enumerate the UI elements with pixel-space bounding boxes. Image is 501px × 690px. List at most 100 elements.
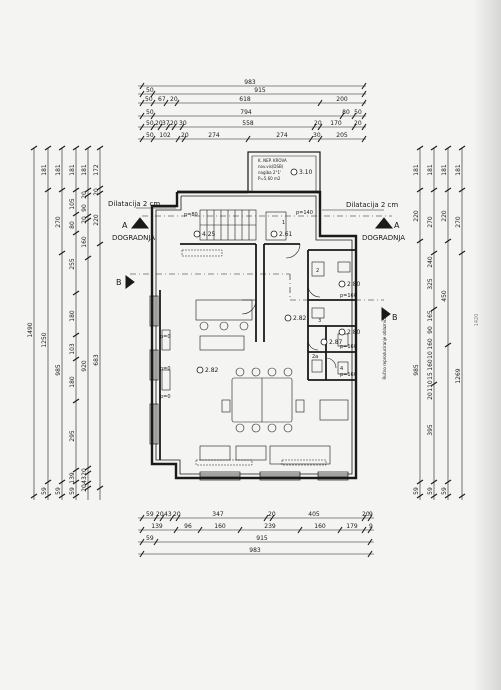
bottom-dim-r1-8: 9: [369, 511, 373, 518]
bottom-dim-r2-5: 179: [346, 523, 358, 530]
top-dim-r1-0: 983: [244, 79, 256, 86]
top-dim-r3-1: 67: [158, 96, 166, 103]
left-dim-c6-1: 20: [93, 188, 100, 196]
right-dim-c2-9: 15: [427, 372, 434, 380]
sill-p0b: p=0: [160, 366, 171, 372]
inner-walls: [159, 243, 356, 460]
windows-bottom: [199, 471, 349, 481]
stairs: [199, 209, 287, 241]
top-dim-r2-0: 50: [146, 87, 154, 94]
top-dim-r5-3: 20: [170, 120, 178, 127]
left-dim-c4-5: 103: [69, 343, 76, 355]
top-dim-r5-4: 30: [179, 120, 187, 127]
right-dim-c2-3: 325: [427, 278, 434, 290]
left-dim-c5-2: 90: [81, 204, 88, 212]
top-dim-r6-1: 102: [159, 132, 171, 139]
right-dim-c2-2: 240: [427, 256, 434, 268]
right-dim-c2-11: 20: [427, 392, 434, 400]
left-dim-c3-1: 270: [55, 216, 62, 228]
right-dimension-lines: [416, 145, 466, 500]
left-dim-c6-0: 172: [93, 164, 100, 176]
section-a-left: A: [122, 221, 128, 230]
level-287: 2.87: [329, 339, 343, 346]
left-dim-c2-0: 181: [41, 164, 48, 176]
bottom-dim-r1-1: 20: [156, 511, 164, 518]
bottom-dim-r1-4: 347: [212, 511, 224, 518]
section-b-right: B: [392, 313, 398, 322]
bottom-dim-r1-6: 405: [308, 511, 320, 518]
right-dim-c3-3: 59: [441, 487, 448, 495]
canopy-note-3: nagiba 2°1': [258, 170, 281, 175]
top-dim-r6-4: 274: [276, 132, 288, 139]
left-dim-c4-7: 295: [69, 430, 76, 442]
section-markers: [125, 217, 394, 321]
level-310: 3.10: [299, 169, 313, 176]
left-dim-c4-9: 59: [69, 487, 76, 495]
dilatation-label-left: Dilatacija 2 cm: [108, 200, 160, 208]
room-2: 2: [316, 268, 319, 274]
right-dim-c2-0: 181: [427, 164, 434, 176]
canopy-note-4: P=5.60 m2: [258, 176, 281, 181]
level-markers: [193, 168, 346, 374]
top-dim-r5-2: 37: [162, 120, 170, 127]
inner-wall-faces: [155, 195, 353, 475]
edge-mark: 1420: [474, 314, 480, 327]
right-dim-c2-13: 59: [427, 487, 434, 495]
right-dim-c2-1: 270: [427, 216, 434, 228]
bottom-dim-r3-1: 915: [256, 535, 268, 542]
bottom-dim-r1-3: 20: [173, 511, 181, 518]
right-dim-c2-7: 10: [427, 351, 434, 359]
top-dim-r6-3: 274: [208, 132, 220, 139]
left-dim-c2-2: 59: [41, 487, 48, 495]
right-dim-c2-5: 90: [427, 326, 434, 334]
bottom-dim-r2-6: 9: [369, 523, 373, 530]
level-282a: 2.82: [293, 315, 307, 322]
right-dim-c4-0: 181: [455, 164, 462, 176]
left-dim-c4-8: 139: [69, 472, 76, 484]
right-dim-c4-1: 270: [455, 216, 462, 228]
bottom-dim-r3-0: 59: [146, 535, 154, 542]
bottom-dim-r1-5: 20: [268, 511, 276, 518]
level-280: 2.80: [347, 281, 361, 288]
top-dim-r4-1: 794: [240, 109, 252, 116]
extension-label-right: DOGRADNJA: [362, 234, 405, 242]
left-dim-c4-1: 105: [69, 198, 76, 210]
extension-label-left: DOGRADNJA: [112, 234, 155, 242]
sill-p160a: p=160: [340, 293, 357, 299]
right-dim-c1-2: 985: [413, 364, 420, 376]
left-dim-c3-0: 181: [55, 164, 62, 176]
left-dim-c5-7: 43: [81, 476, 88, 484]
right-dim-c2-4: 165: [427, 310, 434, 322]
bottom-dim-r2-2: 160: [214, 523, 226, 530]
right-dim-c1-1: 220: [413, 210, 420, 222]
sill-p140: p=140: [296, 210, 313, 216]
right-dim-c1-0: 181: [413, 164, 420, 176]
top-dim-r6-2: 20: [181, 132, 189, 139]
sill-p160b: p=160: [340, 344, 357, 350]
top-dim-r5-8: 20: [354, 120, 362, 127]
left-dim-c5-0: 181: [81, 164, 88, 176]
sill-p0c: p=0: [160, 394, 171, 400]
room-1: 1: [282, 220, 285, 226]
left-dimension-lines: [30, 145, 104, 500]
left-dim-c4-2: 80: [69, 221, 76, 229]
right-dim-c4-2: 1269: [455, 368, 462, 383]
radiators: [181, 249, 327, 466]
right-dim-c3-2: 450: [441, 290, 448, 302]
left-dim-c4-0: 181: [69, 164, 76, 176]
section-a-right: A: [394, 221, 400, 230]
section-b-left: B: [116, 278, 122, 287]
room-3: 3: [318, 318, 321, 324]
right-dim-c3-1: 220: [441, 210, 448, 222]
left-dim-c2-1: 1250: [41, 332, 48, 347]
left-dim-c5-3: 20: [81, 216, 88, 224]
bottom-dim-r4-0: 983: [249, 547, 261, 554]
level-261: 2.61: [279, 231, 293, 238]
dilatation-lines: [136, 207, 384, 211]
top-dim-r6-5: 30: [313, 132, 321, 139]
room-4: 4: [340, 366, 343, 372]
room-2a: 2a: [312, 354, 318, 360]
left-dim-c4-3: 255: [69, 258, 76, 270]
level-282b: 2.82: [205, 367, 219, 374]
